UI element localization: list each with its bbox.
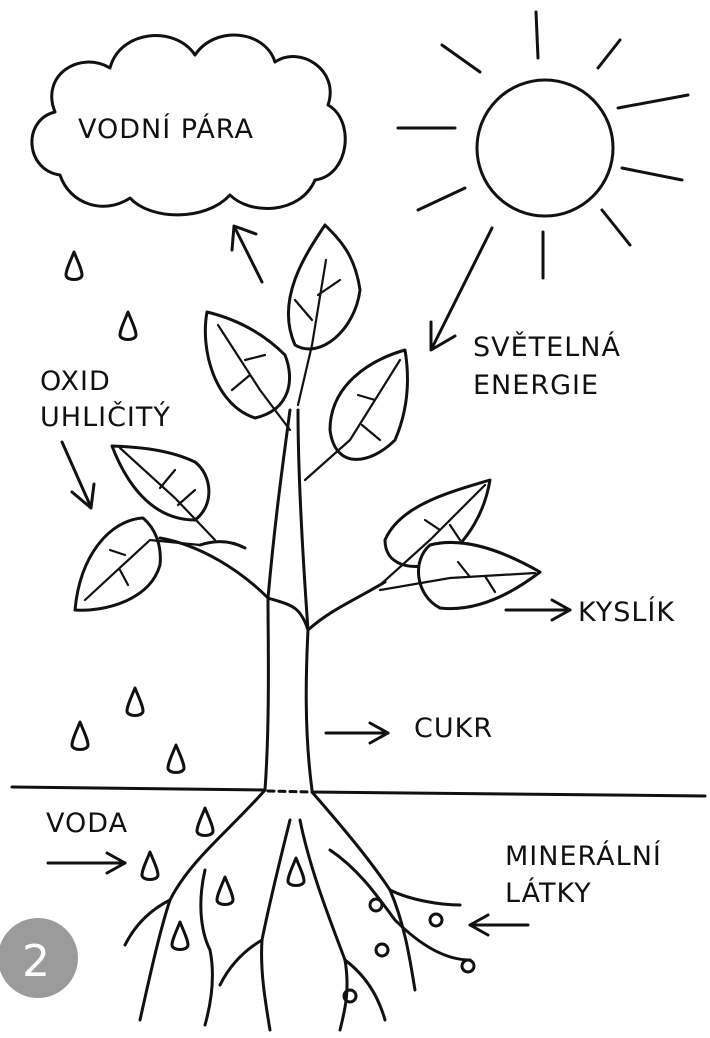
sun-icon <box>398 12 688 278</box>
roots <box>125 790 470 1030</box>
label-co2-line1: OXID <box>40 366 111 397</box>
oxygen-arrow-icon <box>506 600 570 620</box>
label-minerals-line1: MINERÁLNÍ <box>505 840 662 872</box>
ground-line <box>12 787 705 796</box>
label-oxygen: KYSLÍK <box>578 596 675 628</box>
soil-drops <box>142 808 304 950</box>
label-water-vapor: VODNÍ PÁRA <box>78 113 254 145</box>
label-light-energy-line2: ENERGIE <box>473 370 599 401</box>
label-co2-line2: UHLIČITÝ <box>40 401 171 433</box>
sugar-arrow-icon <box>326 723 388 743</box>
leaf <box>288 225 360 405</box>
label-light-energy-line1: SVĚTELNÁ <box>473 331 621 363</box>
minerals-arrow-icon <box>470 915 528 935</box>
label-sugar: CUKR <box>414 713 493 744</box>
leaf <box>205 312 290 430</box>
label-water: VODA <box>46 808 128 839</box>
co2-arrow-icon <box>62 442 94 508</box>
page-number-badge: 2 <box>0 918 78 998</box>
arrow-up-icon <box>232 226 262 282</box>
water-arrow-icon <box>48 853 125 873</box>
leaf <box>305 350 408 480</box>
label-minerals-line2: LÁTKY <box>505 877 592 909</box>
leaf <box>75 518 200 610</box>
badge-number: 2 <box>22 936 50 987</box>
